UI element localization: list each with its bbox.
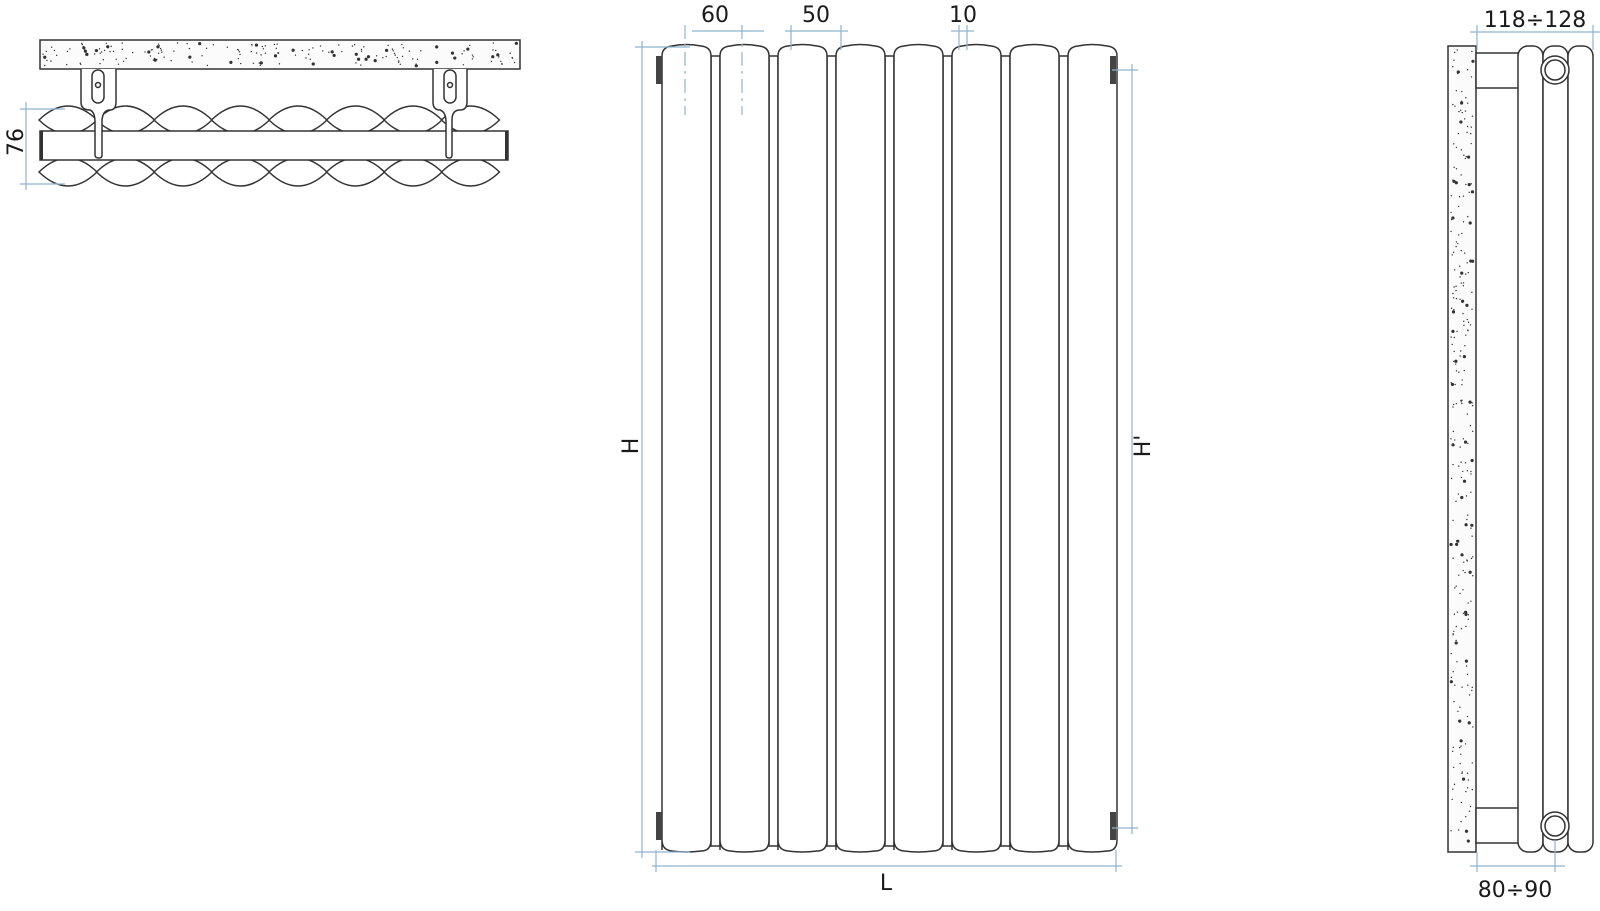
valve-bottom-right [1110,812,1116,840]
tube-cap-left [40,131,43,160]
side-column-front [1517,45,1544,853]
radiator-columns [661,43,1118,853]
bracket-top [1475,52,1521,89]
bracket-bottom [1475,807,1521,844]
gap-label: 10 [949,3,977,28]
column-section [152,157,214,187]
wall-distance-label: 80÷90 [1478,878,1552,903]
column-connector [1000,55,1011,847]
radiator-column [951,43,1002,853]
column-face-label: 50 [802,3,830,28]
radiator-column [893,43,944,853]
radiator-column [777,43,828,853]
column-section [325,157,386,187]
radiator-column [835,43,886,853]
front-view: H H' L 60 50 10 [619,3,1156,896]
wall-texture-side [1449,49,1475,843]
wall-bracket-right [432,69,468,159]
connection-height-label: H' [1131,435,1156,458]
column-section [267,157,329,187]
column-section [37,157,99,187]
column-section [267,105,329,135]
column-connector [710,55,721,847]
radiator-column [661,43,712,853]
valve-top-left [656,56,662,84]
total-depth-label: 118÷128 [1484,8,1586,33]
column-connector [1058,55,1069,847]
column-section [152,105,214,135]
height-label: H [619,438,644,455]
column-section [95,157,156,187]
side-column-back [1567,45,1594,853]
column-connector [942,55,953,847]
column-connector [826,55,837,847]
column-section [382,157,444,187]
side-column-mid [1542,45,1569,853]
radiator-column [1067,43,1118,853]
header-tube [39,130,509,161]
column-width-label: 60 [701,3,729,28]
valve-bottom-left [656,812,662,840]
radiator-column [1009,43,1060,853]
side-view: 118÷128 80÷90 [1447,8,1600,903]
column-sections [37,105,501,187]
column-section [210,105,271,135]
column-section [440,157,501,187]
length-label: L [880,871,893,896]
depth-label: 76 [4,128,29,156]
radiator-column [719,43,770,853]
column-connector [768,55,779,847]
tube-cap-right [505,131,508,160]
column-section [382,105,444,135]
wall-bracket-left [80,69,117,159]
column-section [210,157,271,187]
wall-section-side [1447,45,1477,853]
column-section [325,105,386,135]
top-view: 76 [4,39,521,190]
column-connector [884,55,895,847]
wall-section [39,39,521,70]
wall-texture [42,41,518,68]
